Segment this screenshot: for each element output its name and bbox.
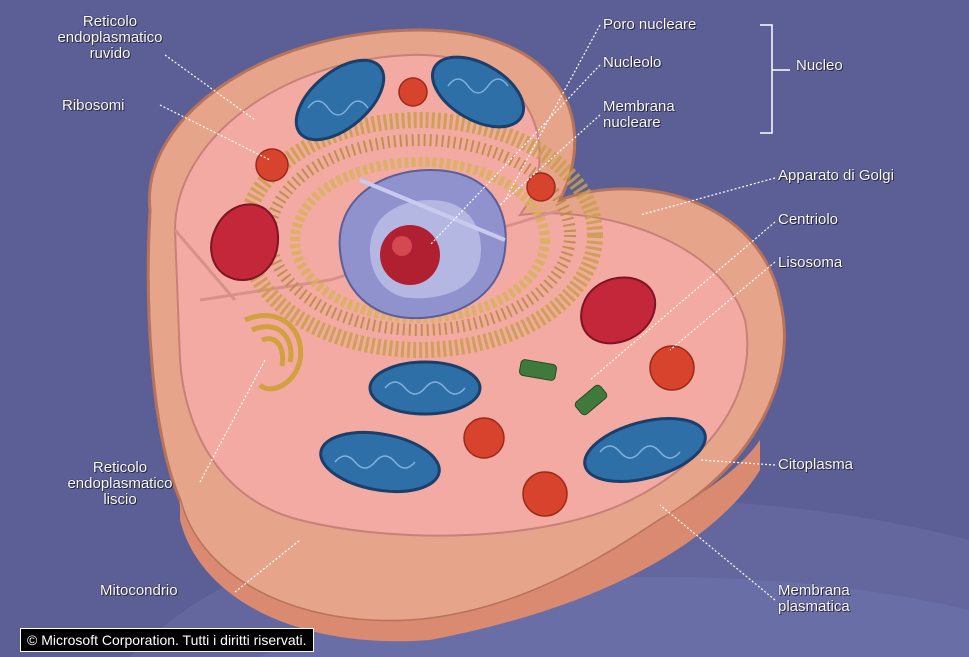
nucleus-bracket bbox=[760, 25, 790, 133]
label-nuclear-membrane-line2: nucleare bbox=[603, 115, 743, 131]
label-smooth-er-line2: endoplasmatico bbox=[40, 476, 200, 492]
label-smooth-er-line1: Reticolo bbox=[40, 460, 200, 476]
label-plasma-membrane-line2: plasmatica bbox=[778, 599, 928, 615]
label-lysosome: Lisosoma bbox=[778, 255, 842, 271]
label-nuclear-membrane: Membrana nucleare bbox=[603, 99, 743, 131]
label-ribosome: Ribosomi bbox=[62, 98, 125, 114]
label-rough-er-line1: Reticolo bbox=[40, 14, 180, 30]
label-rough-er-line2: endoplasmatico bbox=[40, 30, 180, 46]
label-rough-er: Reticolo endoplasmatico ruvido bbox=[40, 14, 180, 62]
label-mitochondria: Mitocondrio bbox=[100, 583, 178, 599]
copyright-notice: © Microsoft Corporation. Tutti i diritti… bbox=[20, 628, 314, 652]
label-nucleus: Nucleo bbox=[796, 58, 843, 74]
label-golgi: Apparato di Golgi bbox=[778, 168, 894, 184]
label-nucleolus: Nucleolo bbox=[603, 55, 661, 71]
nucleolus bbox=[380, 225, 440, 285]
label-smooth-er-line3: liscio bbox=[40, 492, 200, 508]
label-plasma-membrane: Membrana plasmatica bbox=[778, 583, 928, 615]
label-smooth-er: Reticolo endoplasmatico liscio bbox=[40, 460, 200, 508]
label-nuclear-membrane-line1: Membrana bbox=[603, 99, 743, 115]
label-nuclear-pore: Poro nucleare bbox=[603, 17, 696, 33]
label-cytoplasm: Citoplasma bbox=[778, 457, 853, 473]
label-centriole: Centriolo bbox=[778, 212, 838, 228]
nucleus bbox=[340, 170, 506, 318]
label-plasma-membrane-line1: Membrana bbox=[778, 583, 928, 599]
label-rough-er-line3: ruvido bbox=[40, 46, 180, 62]
